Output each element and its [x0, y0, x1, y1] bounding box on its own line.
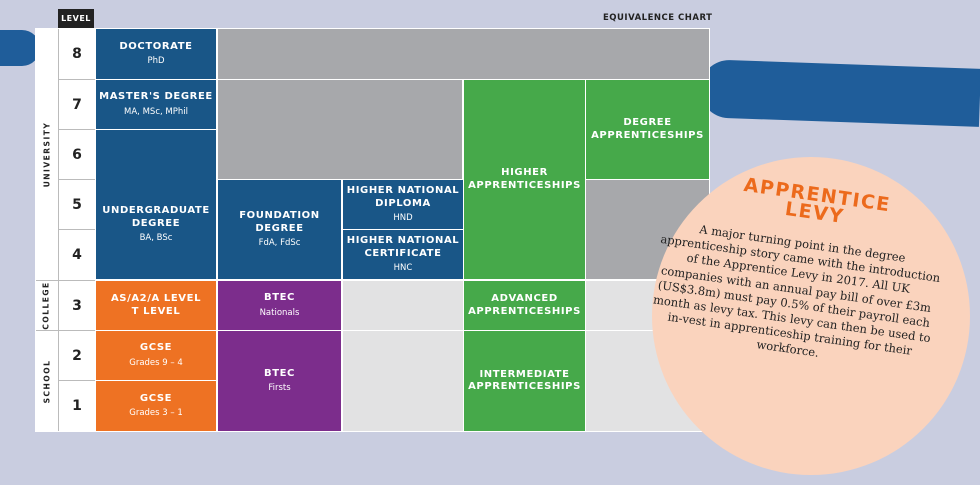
level-number: 5	[72, 196, 82, 213]
level-number: 3	[72, 297, 82, 314]
level-number: 1	[72, 398, 82, 414]
empty-cell	[343, 281, 463, 330]
qualification-higher-apprenticeships: HIGHER APPRENTICESHIPS	[464, 80, 585, 279]
row-divider	[59, 380, 95, 381]
group-school-label: SCHOOL	[42, 359, 51, 403]
qualification-btec-nationals: BTEC Nationals	[218, 281, 341, 330]
group-university-label: UNIVERSITY	[42, 121, 52, 187]
row-divider	[59, 79, 95, 80]
level-number: 4	[72, 246, 82, 263]
group-college-label: COLLEGE	[42, 281, 51, 330]
level-number: 8	[72, 46, 82, 62]
empty-cell	[343, 331, 463, 431]
row-divider	[59, 129, 95, 130]
levy-bubble	[652, 157, 970, 475]
row-divider	[59, 229, 95, 230]
qualification-masters: MASTER'S DEGREE MA, MSc, MPhil	[96, 80, 216, 129]
row-divider	[59, 280, 95, 281]
qualification-foundation-degree: FOUNDATION DEGREE FdA, FdSc	[218, 180, 341, 279]
row-divider	[59, 330, 95, 331]
brush-stripe-right	[699, 59, 980, 127]
level-header: LEVEL	[58, 9, 94, 28]
qualification-advanced-apprenticeships: ADVANCED APPRENTICESHIPS	[464, 281, 585, 330]
chart-title: EQUIVALENCE CHART	[603, 13, 713, 23]
empty-cell	[218, 80, 462, 179]
qualification-a-level: AS/A2/A LEVEL T LEVEL	[96, 281, 216, 330]
group-divider	[36, 330, 58, 331]
column-divider	[58, 29, 59, 431]
level-number: 2	[72, 347, 82, 364]
qualification-btec-firsts: BTEC Firsts	[218, 331, 341, 431]
row-divider	[59, 179, 95, 180]
brush-stripe-left	[0, 30, 40, 66]
level-number: 6	[72, 146, 82, 163]
qualification-undergraduate: UNDERGRADUATE DEGREE BA, BSc	[96, 130, 216, 279]
qualification-hnc: HIGHER NATIONAL CERTIFICATE HNC	[343, 230, 463, 279]
qualification-doctorate: DOCTORATE PhD	[96, 29, 216, 79]
group-divider	[36, 280, 58, 281]
qualification-gcse-3-1: GCSE Grades 3 – 1	[96, 381, 216, 431]
empty-cell	[218, 29, 709, 79]
qualification-degree-apprenticeships: DEGREE APPRENTICESHIPS	[586, 80, 709, 179]
qualification-intermediate-apprenticeships: INTERMEDIATE APPRENTICESHIPS	[464, 331, 585, 431]
level-number: 7	[72, 96, 82, 113]
qualification-gcse-9-4: GCSE Grades 9 – 4	[96, 331, 216, 380]
qualification-hnd: HIGHER NATIONAL DIPLOMA HND	[343, 180, 463, 229]
